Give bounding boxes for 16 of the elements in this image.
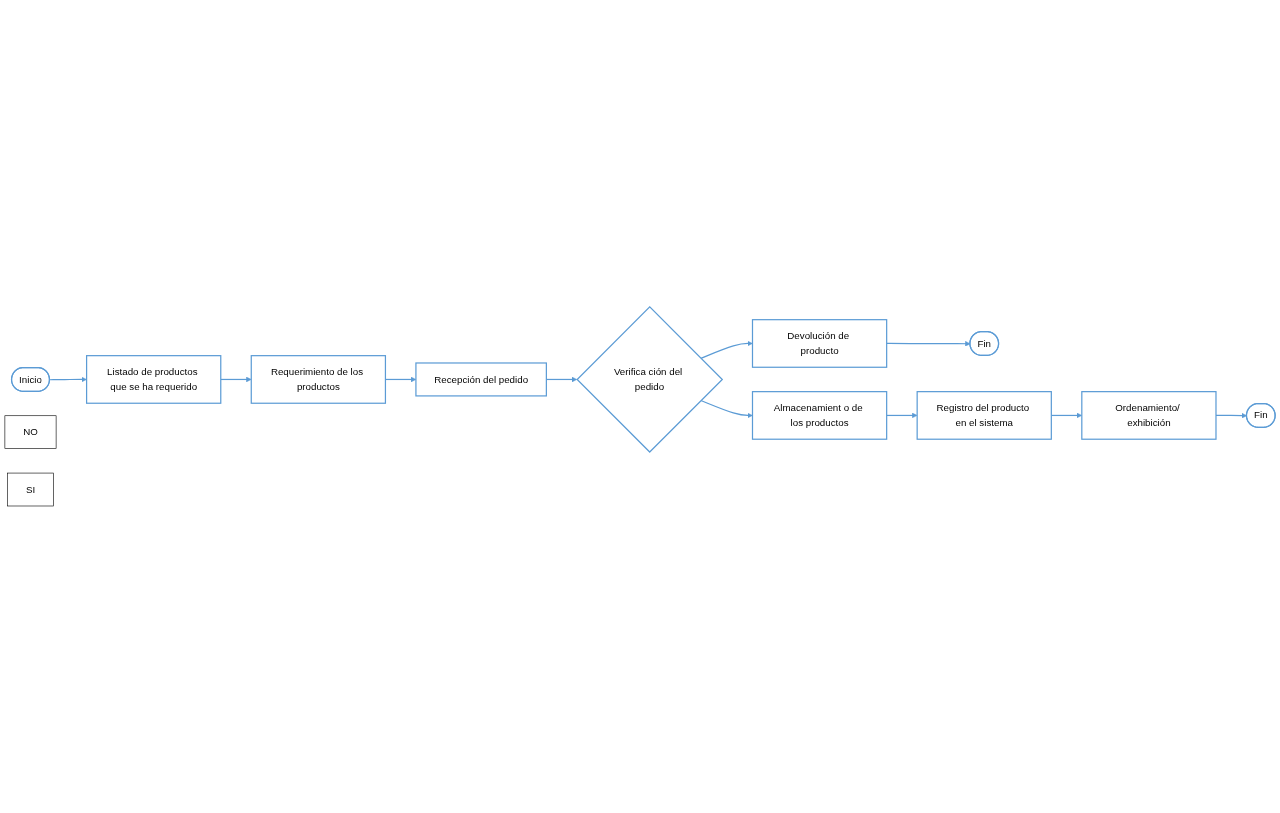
arrow xyxy=(886,341,971,347)
node-box: Registro del producto en el sistema xyxy=(916,391,1052,440)
arrow xyxy=(220,376,252,383)
arrow xyxy=(49,376,87,383)
node-box: SI xyxy=(7,472,54,507)
node-box: Almacenamient o de los productos xyxy=(751,391,888,440)
arrow xyxy=(700,400,753,419)
node-box: Requerimiento de los productos xyxy=(250,355,387,404)
node-box: Devolución de producto xyxy=(751,319,888,368)
node-box: Ordenamiento/ exhibición xyxy=(1081,391,1217,440)
arrow xyxy=(886,412,918,419)
node-box: NO xyxy=(4,415,57,450)
node-diamond: Verifica ción del pedido xyxy=(576,306,724,453)
arrow xyxy=(700,340,753,360)
node-box: Recepción del pedido xyxy=(415,362,547,397)
node-box: Listado de productos que se ha requerido xyxy=(86,355,222,404)
